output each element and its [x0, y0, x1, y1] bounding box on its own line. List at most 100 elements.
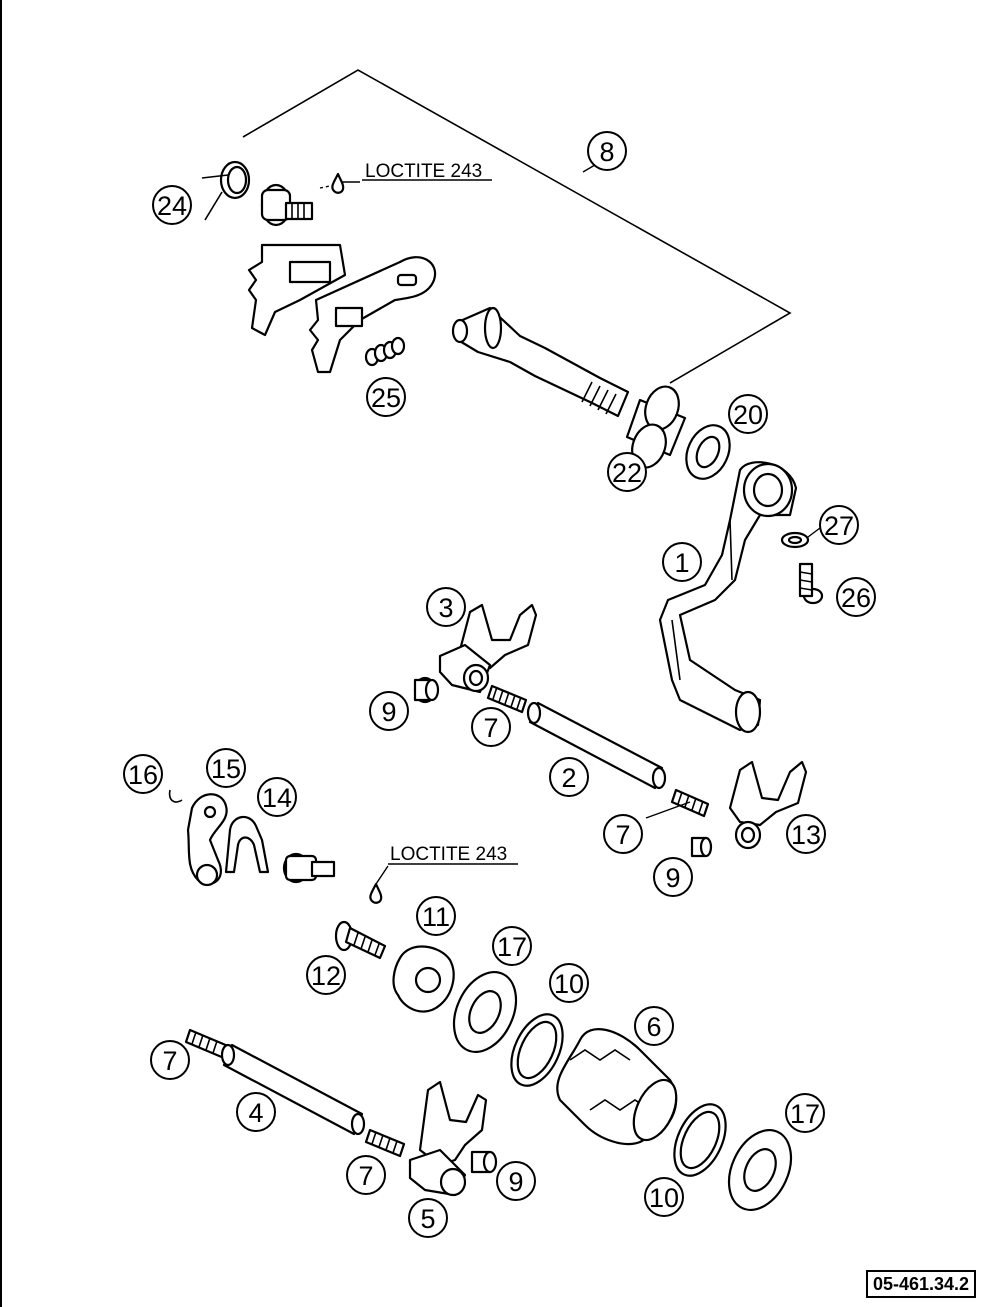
loctite-note-bottom: LOCTITE 243 — [390, 844, 507, 865]
callout-9-b: 9 — [653, 857, 693, 897]
shift-fork-part-2 — [728, 760, 808, 850]
svg-text:26: 26 — [841, 583, 871, 613]
spring-part — [486, 684, 528, 714]
svg-text:7: 7 — [162, 1046, 177, 1076]
svg-text:1: 1 — [674, 548, 689, 578]
roller-part-3 — [470, 1150, 498, 1174]
svg-text:5: 5 — [420, 1204, 435, 1234]
callout-10-a: 10 — [549, 963, 589, 1003]
shift-lever-part — [658, 461, 798, 734]
svg-text:17: 17 — [790, 1099, 820, 1129]
svg-text:11: 11 — [422, 902, 450, 932]
roller-part — [413, 676, 440, 704]
detent-bolt-part — [260, 183, 314, 227]
page-border-left — [0, 0, 2, 1307]
callout-5: 5 — [408, 1198, 448, 1238]
callout-3: 3 — [426, 587, 466, 627]
drum-bolt-part — [334, 920, 387, 960]
svg-text:15: 15 — [211, 754, 241, 784]
callout-20: 20 — [728, 394, 768, 434]
callout-10-b: 10 — [644, 1177, 684, 1217]
circlip-part — [168, 789, 183, 803]
callout-7-a: 7 — [471, 707, 511, 747]
svg-text:2: 2 — [561, 763, 576, 793]
shift-fork-part-3 — [408, 1080, 488, 1197]
svg-text:7: 7 — [615, 820, 630, 850]
svg-text:8: 8 — [599, 137, 614, 167]
shift-arm-plate-part — [308, 256, 437, 374]
callout-2: 2 — [549, 757, 589, 797]
assembly-bracket — [242, 69, 792, 384]
shift-pawl-part — [186, 793, 228, 887]
pawl-bolt-part — [282, 852, 336, 884]
svg-text:20: 20 — [733, 400, 763, 430]
svg-text:24: 24 — [157, 191, 187, 221]
diagram-reference-number: 05-461.34.2 — [866, 1270, 976, 1298]
callout-7-b: 7 — [603, 814, 643, 854]
callout-15: 15 — [206, 748, 246, 788]
lever-bolt-part — [798, 562, 824, 605]
shift-fork-part — [438, 603, 538, 694]
callout-13: 13 — [786, 814, 826, 854]
shift-cam-part — [392, 945, 455, 1013]
svg-text:9: 9 — [381, 697, 396, 727]
spring-part-2 — [670, 788, 710, 818]
svg-text:13: 13 — [791, 820, 821, 850]
svg-text:14: 14 — [262, 783, 292, 813]
svg-text:7: 7 — [358, 1161, 373, 1191]
svg-text:10: 10 — [649, 1183, 679, 1213]
svg-text:12: 12 — [311, 961, 341, 991]
svg-text:17: 17 — [497, 932, 527, 962]
shift-plate-part — [247, 243, 347, 337]
shift-rod-part — [526, 701, 667, 790]
shift-drum-part — [556, 1028, 678, 1146]
callout-25: 25 — [366, 377, 406, 417]
callout-9-a: 9 — [369, 691, 409, 731]
svg-text:10: 10 — [554, 969, 584, 999]
shim-washer-part-2 — [673, 1103, 727, 1177]
lock-washer-part — [780, 531, 810, 549]
callout-4: 4 — [236, 1092, 276, 1132]
spring-part-4 — [364, 1128, 406, 1158]
shim-washer-part — [510, 1013, 564, 1087]
callout-8: 8 — [587, 131, 627, 171]
shift-rod-part-2 — [220, 1043, 366, 1136]
callout-14: 14 — [257, 777, 297, 817]
loctite-note-top: LOCTITE 243 — [365, 161, 482, 182]
callout-26: 26 — [836, 577, 876, 617]
bearing-part — [452, 971, 518, 1053]
callout-6: 6 — [634, 1006, 674, 1046]
seal-ring-part — [685, 424, 731, 480]
svg-text:3: 3 — [438, 593, 453, 623]
svg-text:9: 9 — [508, 1167, 523, 1197]
callout-7-d: 7 — [346, 1155, 386, 1195]
svg-text:27: 27 — [824, 511, 854, 541]
callout-16: 16 — [123, 754, 163, 794]
callout-17-b: 17 — [785, 1093, 825, 1133]
svg-text:6: 6 — [646, 1012, 661, 1042]
callout-7-c: 7 — [150, 1040, 190, 1080]
callout-9-c: 9 — [496, 1161, 536, 1201]
callout-22: 22 — [607, 452, 647, 492]
leader-loctite-bottom — [375, 865, 389, 885]
torsion-spring-part — [201, 160, 251, 221]
callout-17-a: 17 — [492, 926, 532, 966]
callout-11: 11 — [416, 896, 456, 936]
svg-text:16: 16 — [128, 760, 158, 790]
svg-text:22: 22 — [612, 458, 642, 488]
svg-text:4: 4 — [248, 1098, 263, 1128]
loctite-drop-icon-2 — [369, 882, 383, 904]
needle-bushing-part — [625, 385, 687, 469]
loctite-drop-icon — [331, 172, 345, 194]
callout-27: 27 — [819, 505, 859, 545]
roller-part-2 — [690, 836, 713, 858]
callout-24: 24 — [152, 185, 192, 225]
svg-text:25: 25 — [371, 383, 401, 413]
small-spring-part — [364, 336, 406, 367]
shift-shaft-part — [451, 306, 630, 418]
svg-text:7: 7 — [483, 713, 498, 743]
pawl-spring-part — [224, 816, 270, 874]
bearing-part-2 — [727, 1129, 793, 1211]
svg-text:9: 9 — [665, 863, 680, 893]
